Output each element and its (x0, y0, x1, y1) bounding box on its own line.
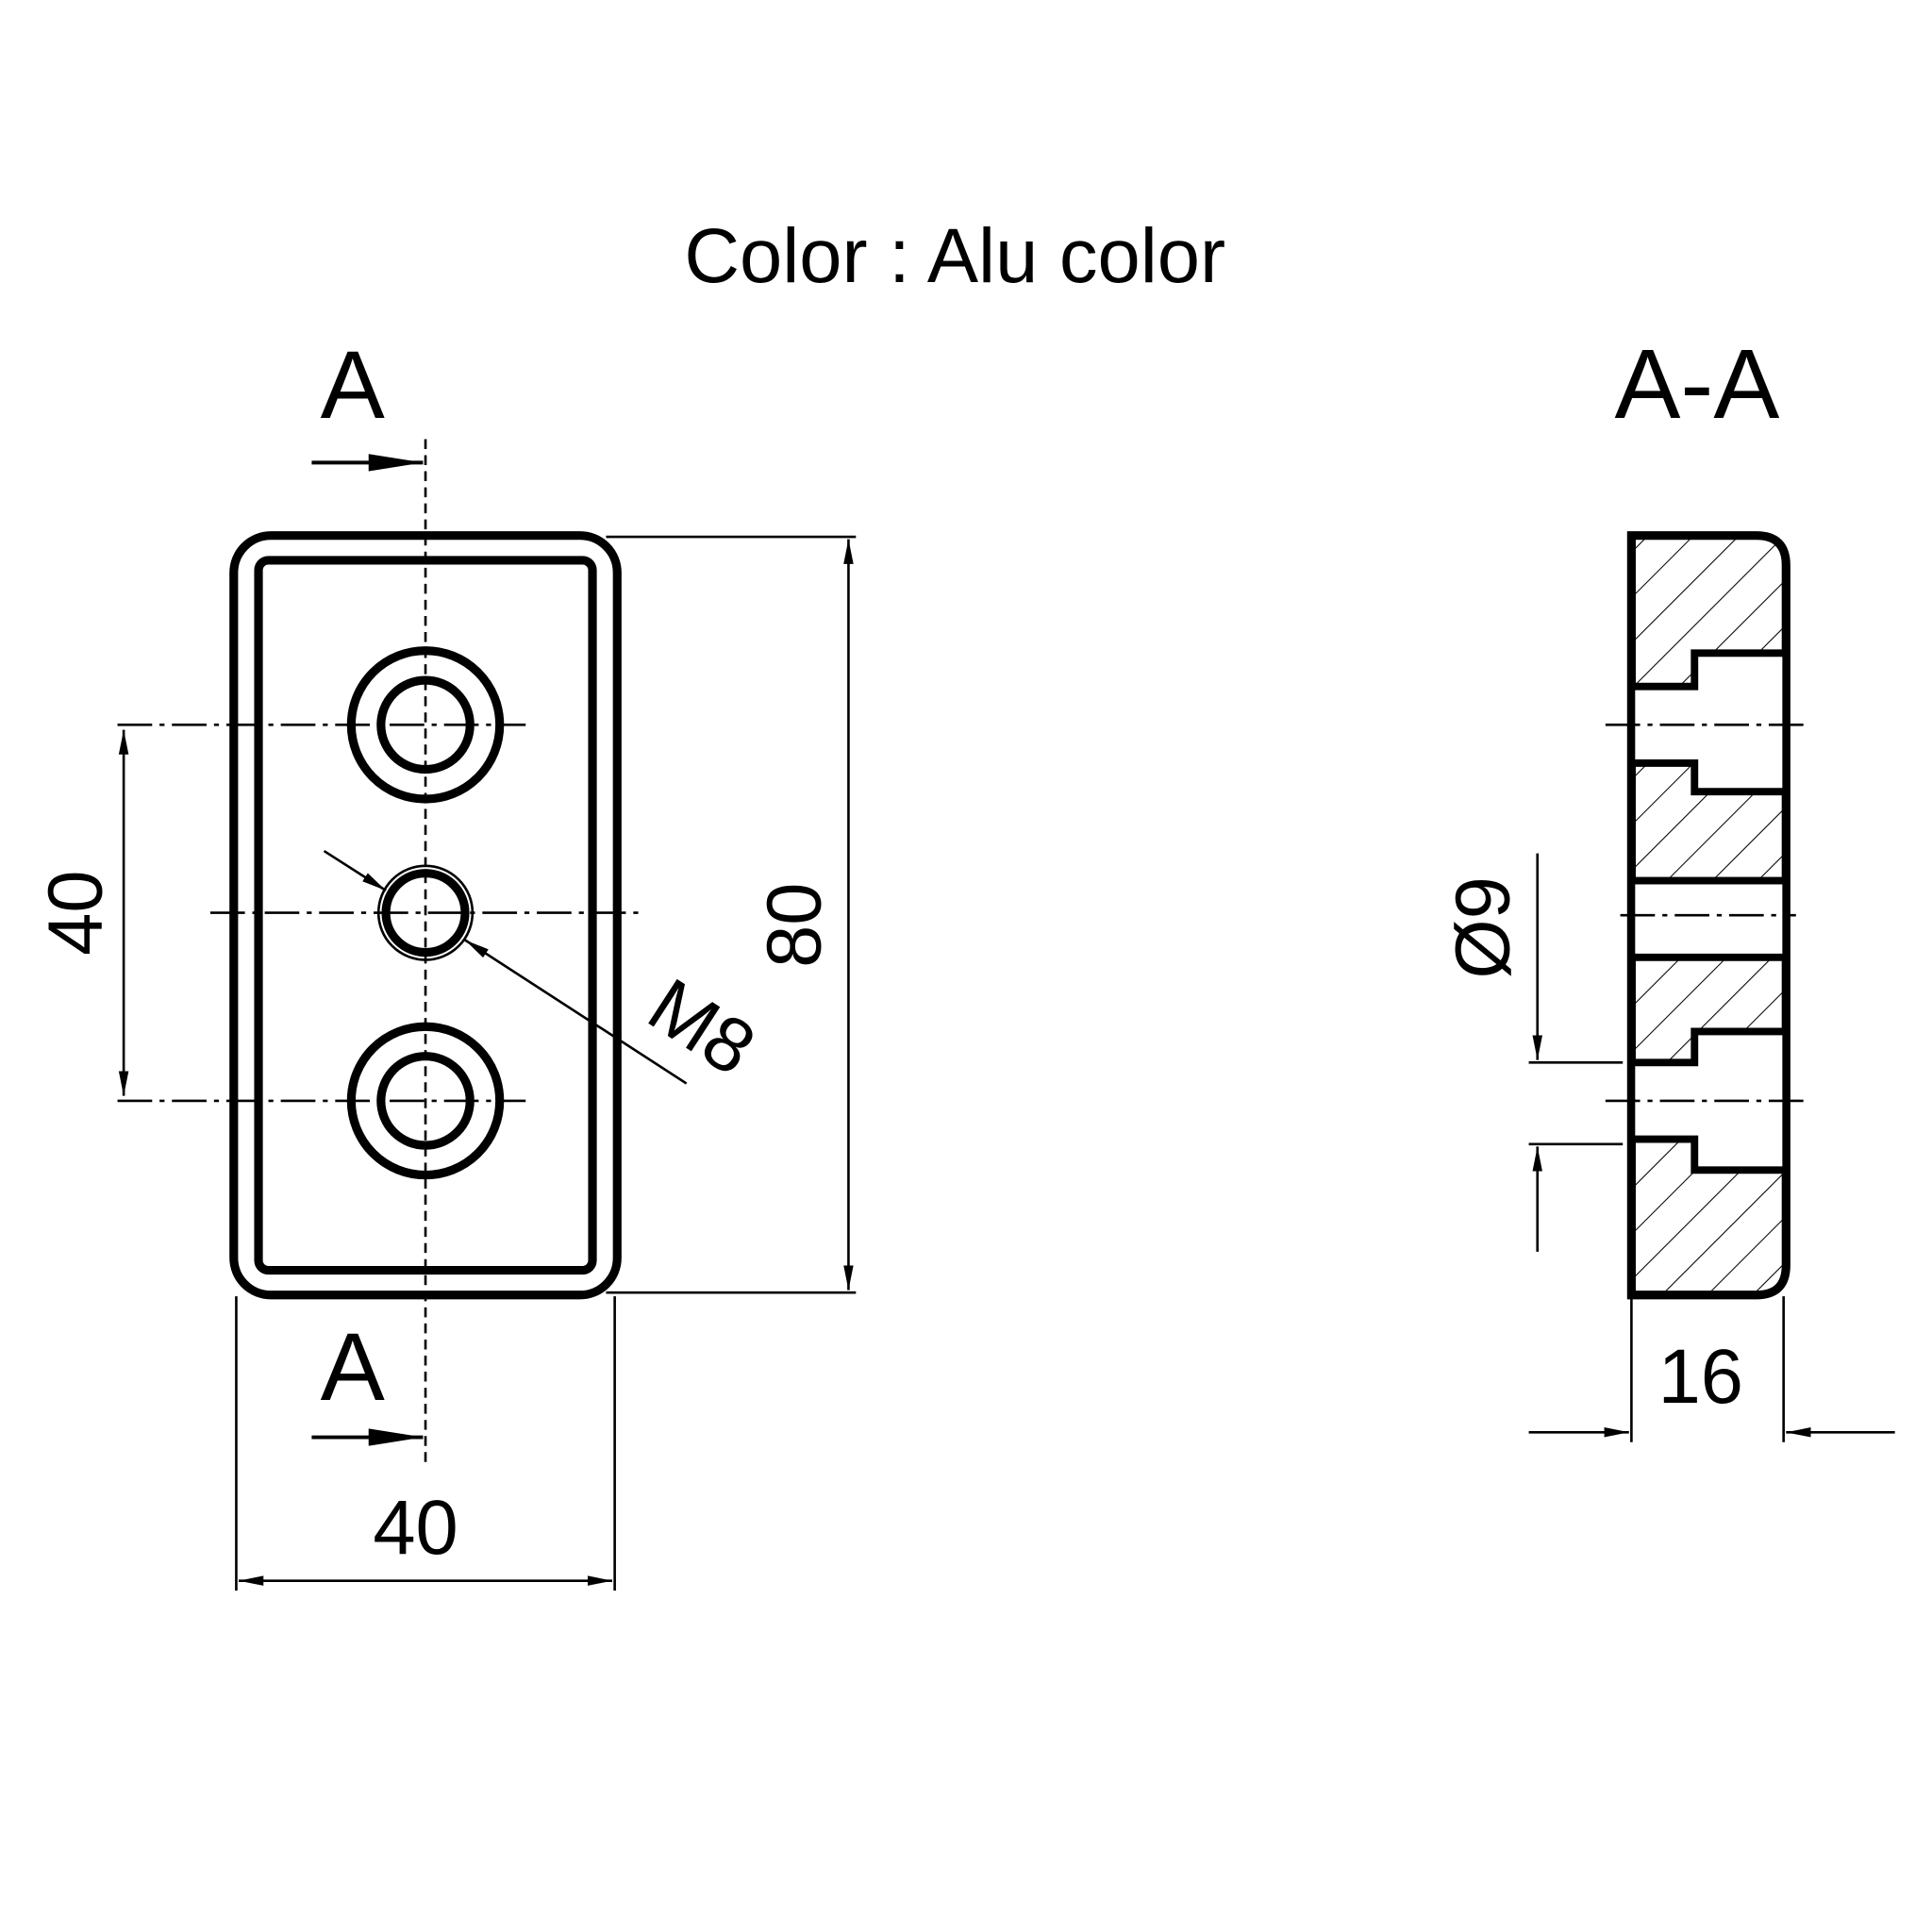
title: Color : Alu color (684, 213, 1225, 299)
section-mark-bottom: A (321, 1312, 385, 1421)
dim-height: 80 (751, 883, 837, 968)
counterbore-top (346, 646, 505, 804)
front-view: A A 40 80 40 M8 (33, 330, 857, 1591)
dim-thickness: 16 (1658, 1334, 1743, 1420)
thread-leader (464, 939, 688, 1085)
counterbore-bottom (346, 1022, 505, 1180)
section-mark-top: A (321, 330, 385, 439)
thread-label: M8 (634, 962, 770, 1092)
dim-hole-spacing: 40 (33, 870, 119, 955)
section-label: A-A (1614, 329, 1779, 440)
section-view: A-A Ø9 16 (1441, 329, 1895, 1442)
threaded-hole (381, 869, 470, 958)
dim-width: 40 (373, 1485, 458, 1571)
dim-bore: Ø9 (1441, 876, 1526, 978)
